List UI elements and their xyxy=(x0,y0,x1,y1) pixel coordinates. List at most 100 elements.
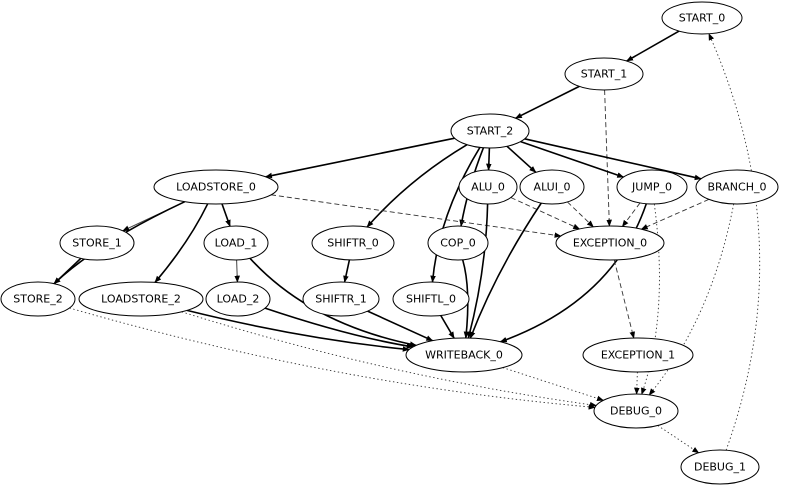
node-shape xyxy=(661,1,743,35)
node-alui-0: ALUI_0 xyxy=(519,169,585,205)
node-label: EXCEPTION_1 xyxy=(601,349,675,362)
node-shape xyxy=(458,169,518,205)
node-label: JUMP_0 xyxy=(631,181,672,194)
node-start-0: START_0 xyxy=(661,1,743,35)
node-shape xyxy=(203,225,269,261)
edge-store-1-to-store-2 xyxy=(53,257,82,285)
node-label: LOADSTORE_2 xyxy=(101,293,181,306)
node-label: BRANCH_0 xyxy=(708,181,767,194)
node-loadstore-0: LOADSTORE_0 xyxy=(153,169,279,205)
node-label: STORE_2 xyxy=(13,293,62,306)
node-shiftr-0: SHIFTR_0 xyxy=(311,225,395,261)
node-shape xyxy=(564,57,644,91)
node-label: EXCEPTION_0 xyxy=(573,237,647,250)
node-exception-1: EXCEPTION_1 xyxy=(582,337,694,373)
node-label: DEBUG_0 xyxy=(610,405,662,418)
node-label: DEBUG_1 xyxy=(694,461,746,474)
node-branch-0: BRANCH_0 xyxy=(695,169,779,205)
node-alu-0: ALU_0 xyxy=(458,169,518,205)
node-label: START_2 xyxy=(467,125,513,138)
edge-loadstore-0-to-loadstore-2 xyxy=(154,203,209,283)
node-shape xyxy=(519,169,585,205)
node-shape xyxy=(0,281,76,317)
edge-start-2-to-alu-0 xyxy=(486,147,492,171)
node-shape xyxy=(59,225,135,261)
edge-start-2-to-branch-0 xyxy=(524,138,702,181)
node-label: ALUI_0 xyxy=(534,181,571,194)
node-jump-0: JUMP_0 xyxy=(616,169,688,205)
edge-branch-0-to-debug-0 xyxy=(648,203,735,396)
edge-alui-0-to-writeback-0 xyxy=(469,202,542,339)
edge-debug-1-to-start-0 xyxy=(708,33,761,451)
node-store-1: STORE_1 xyxy=(59,225,135,261)
node-shape xyxy=(680,449,760,485)
node-label: START_0 xyxy=(679,12,725,25)
edge-debug-0-to-debug-1 xyxy=(657,425,700,454)
node-shape xyxy=(78,281,204,317)
node-shape xyxy=(582,337,694,373)
node-shape xyxy=(392,281,470,317)
node-label: START_1 xyxy=(581,68,627,81)
edge-jump-0-to-writeback-0 xyxy=(499,203,648,343)
edge-load-2-to-writeback-0 xyxy=(264,307,414,349)
edge-start-0-to-start-1 xyxy=(626,30,680,62)
node-shape xyxy=(695,169,779,205)
node-writeback-0: WRITEBACK_0 xyxy=(405,337,523,373)
node-debug-1: DEBUG_1 xyxy=(680,449,760,485)
node-load-2: LOAD_2 xyxy=(205,281,271,317)
node-shape xyxy=(427,225,489,261)
node-shape xyxy=(405,337,523,373)
node-shape xyxy=(205,281,271,317)
edge-alui-0-to-exception-0 xyxy=(567,201,594,228)
edge-start-2-to-jump-0 xyxy=(520,140,625,178)
node-load-1: LOAD_1 xyxy=(203,225,269,261)
edge-loadstore-2-to-debug-0 xyxy=(181,311,597,408)
edge-jump-0-to-exception-0 xyxy=(621,202,641,228)
node-label: SHIFTR_0 xyxy=(327,237,379,250)
node-debug-0: DEBUG_0 xyxy=(593,393,679,429)
node-label: COP_0 xyxy=(440,237,475,250)
edge-alu-0-to-exception-0 xyxy=(510,197,581,230)
edge-start-2-to-loadstore-0 xyxy=(265,137,455,179)
node-label: LOAD_1 xyxy=(215,237,258,250)
node-shape xyxy=(302,281,380,317)
edge-exception-1-to-debug-0 xyxy=(634,371,640,395)
node-shape xyxy=(311,225,395,261)
node-shape xyxy=(153,169,279,205)
edge-start-2-to-alui-0 xyxy=(506,145,537,173)
edge-shiftr-0-to-shiftr-1 xyxy=(343,259,351,283)
node-label: SHIFTL_0 xyxy=(406,293,456,306)
node-label: LOAD_2 xyxy=(217,293,260,306)
edge-load-1-to-load-2 xyxy=(234,259,240,283)
node-exception-0: EXCEPTION_0 xyxy=(555,225,665,261)
node-shiftr-1: SHIFTR_1 xyxy=(302,281,380,317)
edge-start-2-to-shiftr-0 xyxy=(366,144,468,228)
node-label: ALU_0 xyxy=(471,181,505,194)
edge-shiftr-1-to-writeback-0 xyxy=(367,310,434,342)
node-shiftl-0: SHIFTL_0 xyxy=(392,281,470,317)
node-shape xyxy=(616,169,688,205)
edge-branch-0-to-exception-0 xyxy=(640,198,710,230)
node-start-1: START_1 xyxy=(564,57,644,91)
edge-exception-0-to-exception-1 xyxy=(613,259,635,339)
edge-writeback-0-to-debug-0 xyxy=(502,367,604,402)
node-shape xyxy=(555,225,665,261)
node-label: WRITEBACK_0 xyxy=(425,349,503,362)
node-cop-0: COP_0 xyxy=(427,225,489,261)
node-start-2: START_2 xyxy=(450,113,530,149)
node-label: STORE_1 xyxy=(72,237,121,250)
edge-loadstore-0-to-load-1 xyxy=(221,203,231,227)
edge-start-1-to-start-2 xyxy=(514,85,580,119)
edge-shiftl-0-to-writeback-0 xyxy=(440,314,455,339)
edge-alu-0-to-writeback-0 xyxy=(467,203,489,339)
node-loadstore-2: LOADSTORE_2 xyxy=(78,281,204,317)
edge-start-2-to-shiftl-0 xyxy=(430,146,481,283)
node-shape xyxy=(450,113,530,149)
node-label: SHIFTR_1 xyxy=(315,293,367,306)
edge-loadstore-2-to-writeback-0 xyxy=(186,309,410,352)
edge-loadstore-0-to-exception-0 xyxy=(270,194,562,238)
node-shape xyxy=(593,393,679,429)
node-label: LOADSTORE_0 xyxy=(176,181,256,194)
